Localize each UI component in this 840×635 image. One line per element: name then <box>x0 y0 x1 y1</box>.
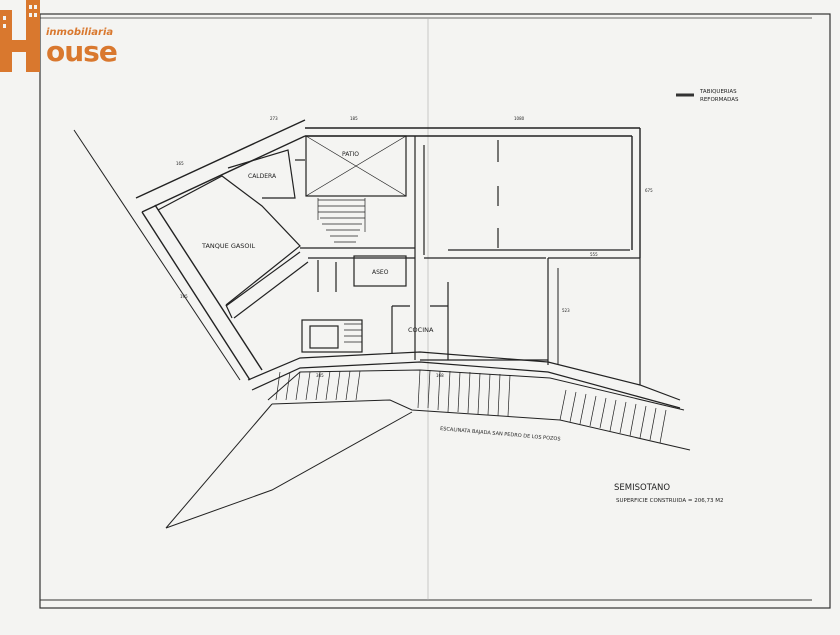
plan-title: SEMISOTANO <box>614 483 670 493</box>
street-escalinata <box>267 369 691 451</box>
room-label-aseo: ASEO <box>372 269 389 276</box>
brand-h-icon <box>0 0 40 72</box>
facade-walls <box>247 351 681 409</box>
legend-line1: TABIQUERIAS <box>699 89 737 95</box>
dim-4: 675 <box>645 188 653 193</box>
central-stairs <box>317 198 366 243</box>
tanque-room <box>157 175 301 319</box>
dim-2: 185 <box>350 116 358 121</box>
brand-word: ouse <box>46 35 118 68</box>
caldera-room <box>227 149 305 199</box>
dim-1: 273 <box>270 116 278 121</box>
lower-stairs <box>344 323 362 343</box>
brand-tagline: inmobiliaria <box>46 27 114 38</box>
room-label-patio: PATIO <box>342 151 359 158</box>
dim-10: 555 <box>590 252 598 257</box>
room-label-caldera: CALDERA <box>248 173 277 180</box>
plan-surface: SUPERFICIE CONSTRUIDA = 206,73 M2 <box>616 498 723 504</box>
dimension-labels: 273 185 1080 675 165 195 385 168 523 555 <box>176 116 653 378</box>
terrain-lines <box>165 403 413 529</box>
dim-6: 195 <box>180 294 188 299</box>
dim-8: 168 <box>436 373 444 378</box>
dim-9: 523 <box>562 308 570 313</box>
dim-5: 165 <box>176 161 184 166</box>
street-label: ESCALINATA BAJADA SAN PEDRO DE LOS POZOS <box>440 426 561 443</box>
outer-frame <box>39 13 831 609</box>
interior-walls <box>225 136 630 361</box>
brand-logo: inmobiliaria ouse <box>0 0 118 80</box>
patio-area <box>305 135 407 197</box>
room-label-cocina: COCINA <box>408 326 434 334</box>
dim-3: 1080 <box>514 116 525 121</box>
dim-7: 385 <box>316 373 324 378</box>
legend-line2: REFORMADAS <box>700 97 739 103</box>
outer-walls <box>73 119 641 385</box>
room-label-tanque: TANQUE GASOIL <box>201 242 255 250</box>
